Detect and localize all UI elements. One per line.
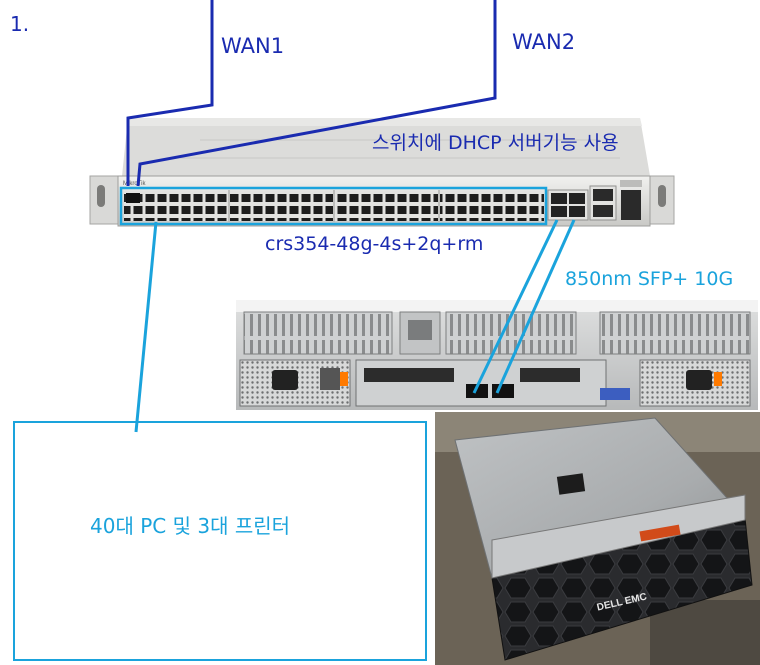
- network-switch: MikroTik: [89, 118, 675, 227]
- switch-brand-logo: MikroTik: [123, 181, 146, 187]
- pcie-slots-right: [599, 311, 751, 355]
- wan2-link: [136, 0, 497, 187]
- wan1-label: WAN1: [221, 34, 285, 58]
- switch-model-label: crs354-48g-4s+2q+rm: [265, 233, 484, 255]
- sfp-link-label: 850nm SFP+ 10G: [565, 268, 734, 290]
- client-devices-box: [13, 421, 427, 661]
- server-rear-panel: [236, 300, 758, 410]
- io-panel: [355, 359, 607, 407]
- sfp-fiber-link-1: [472, 219, 559, 394]
- port-highlight-box: [119, 186, 548, 226]
- switch-dhcp-note: 스위치에 DHCP 서버기능 사용: [372, 132, 619, 154]
- switch-top-lid: [122, 118, 650, 176]
- pcie-slots-left: [243, 311, 393, 355]
- lan-link-to-clients: [134, 221, 158, 433]
- wan2-label: WAN2: [512, 30, 576, 54]
- wan1-link: [126, 0, 214, 186]
- pcie-slots-middle: [445, 311, 577, 355]
- sfp-fiber-link-2: [495, 219, 576, 394]
- step-number: 1.: [10, 12, 30, 36]
- server-photo: DELL EMC: [435, 412, 760, 665]
- wan-port-marker: [126, 193, 140, 203]
- client-devices-label: 40대 PC 및 3대 프린터: [90, 514, 291, 538]
